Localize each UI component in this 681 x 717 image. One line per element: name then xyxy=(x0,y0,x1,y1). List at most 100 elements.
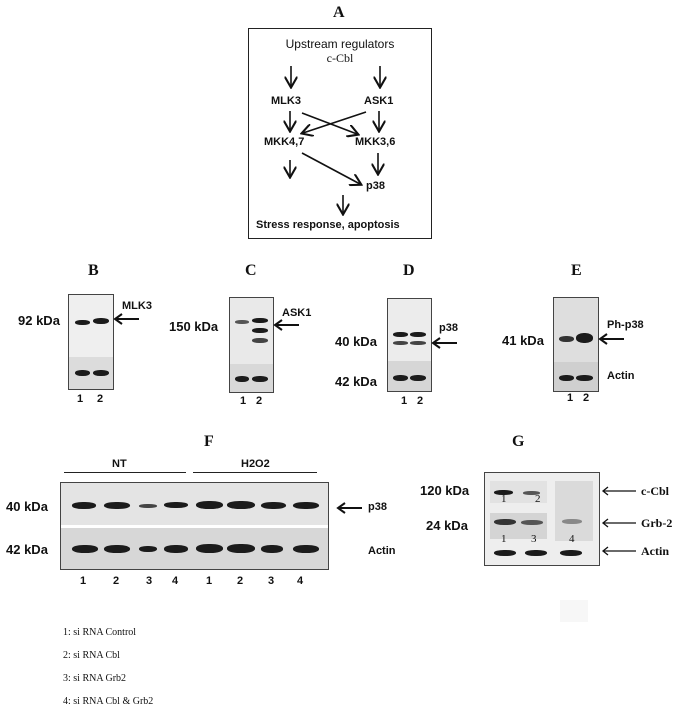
panel-d-arrow xyxy=(431,337,457,349)
panel-b-kda: 92 kDa xyxy=(18,313,60,328)
legend-item-1: 1: si RNA Control xyxy=(63,627,137,638)
mlk3-band-lane2 xyxy=(93,318,109,324)
panel-g-label-actin: Actin xyxy=(641,544,669,558)
ccbl-band-2 xyxy=(523,491,540,495)
panel-g-lane-top-1: 1 xyxy=(501,493,507,505)
group-h2o2-bracket xyxy=(193,472,317,473)
panel-f-lane-6: 2 xyxy=(237,575,244,587)
pathway-diagram-box xyxy=(248,28,432,239)
faint-artifact xyxy=(560,600,588,622)
group-nt-bracket xyxy=(64,472,186,473)
panel-f-lane-3: 3 xyxy=(146,575,153,587)
panel-f-blot xyxy=(60,482,329,570)
actin-band-lane1 xyxy=(559,375,574,381)
p38-band-3 xyxy=(139,504,157,508)
panel-e-blot xyxy=(553,297,599,392)
mkk47-node: MKK4,7 xyxy=(264,136,305,148)
ask1-band-lane2-b xyxy=(252,328,268,333)
p38-node: p38 xyxy=(366,180,385,192)
mlk3-node: MLK3 xyxy=(271,95,301,107)
panel-c-letter: C xyxy=(245,262,257,279)
panel-g-lane-mid-1: 1 xyxy=(501,533,507,545)
panel-f-lane-8: 4 xyxy=(297,575,304,587)
panel-d-letter: D xyxy=(403,262,415,279)
panel-f-label-bottom: Actin xyxy=(368,545,396,557)
arrow-mkk47-p38 xyxy=(301,152,360,184)
actin-band-g1 xyxy=(494,550,516,556)
panel-d-kda-bottom: 42 kDa xyxy=(335,374,377,389)
arrow-ask1-mkk47 xyxy=(303,111,367,133)
panel-b-lane-2: 2 xyxy=(97,393,104,405)
panel-b-lane-1: 1 xyxy=(77,393,84,405)
panel-d-kda-top: 40 kDa xyxy=(335,334,377,349)
actin-band-6 xyxy=(227,544,255,553)
panel-g-kda-mid: 24 kDa xyxy=(426,518,468,533)
panel-d-blot xyxy=(387,298,432,392)
panel-f-label-top: p38 xyxy=(368,501,387,513)
legend-item-4: 4: si RNA Cbl & Grb2 xyxy=(63,696,154,707)
grb2-band-1 xyxy=(494,519,516,525)
legend-item-2: 2: si RNA Cbl xyxy=(63,650,120,661)
php38-band-lane1 xyxy=(559,336,574,342)
panel-g-kda-top: 120 kDa xyxy=(420,483,470,498)
panel-g-label-ccbl: c-Cbl xyxy=(641,484,669,498)
p38-band-6 xyxy=(227,501,255,509)
pathway-arrows xyxy=(0,66,681,260)
group-nt-label: NT xyxy=(112,458,127,470)
actin-band-2 xyxy=(104,545,130,553)
p38-band-lane2-b xyxy=(410,341,426,345)
panel-b-arrow xyxy=(113,313,139,325)
panel-c-lane-2: 2 xyxy=(256,395,263,407)
grb2-band-3 xyxy=(521,520,543,525)
upstream-label: Upstream regulators xyxy=(285,37,395,51)
actin-band-lane1 xyxy=(393,375,408,381)
panel-g-lane-mid-4: 4 xyxy=(569,533,575,545)
actin-band-7 xyxy=(261,545,283,553)
panel-f-lane-4: 4 xyxy=(172,575,179,587)
panel-c-arrow xyxy=(273,319,299,331)
panel-d-label: p38 xyxy=(439,322,458,334)
panel-c-label: ASK1 xyxy=(282,307,312,319)
actin-band-lane2 xyxy=(93,370,109,376)
mlk3-band-lane1 xyxy=(75,320,90,325)
panel-b-blot xyxy=(68,294,114,390)
actin-band-lane2 xyxy=(576,375,593,381)
panel-f-lane-7: 3 xyxy=(268,575,275,587)
panel-e-kda: 41 kDa xyxy=(502,333,544,348)
panel-e-label-bottom: Actin xyxy=(607,370,635,382)
panel-f-lane-2: 2 xyxy=(113,575,120,587)
actin-band-1 xyxy=(72,545,98,553)
ask1-band-lane1 xyxy=(235,320,249,324)
p38-band-8 xyxy=(293,502,319,509)
ccbl-label: c-Cbl xyxy=(326,51,354,65)
panel-f-lane-1: 1 xyxy=(80,575,87,587)
panel-f-lane-5: 1 xyxy=(206,575,213,587)
panel-b-label: MLK3 xyxy=(122,300,152,312)
panel-e-lane-1: 1 xyxy=(567,392,574,404)
grb2-band-4 xyxy=(562,519,582,524)
panel-e-lane-2: 2 xyxy=(583,392,590,404)
panel-c-kda: 150 kDa xyxy=(169,319,219,334)
panel-f-kda-top: 40 kDa xyxy=(6,499,48,514)
panel-g-blot xyxy=(484,472,600,566)
panel-f-kda-bottom: 42 kDa xyxy=(6,542,48,557)
p38-band-5 xyxy=(196,501,223,509)
p38-band-lane1-a xyxy=(393,332,408,337)
panel-a-letter: A xyxy=(333,4,345,21)
actin-band-g3 xyxy=(560,550,582,556)
panel-d-lane-1: 1 xyxy=(401,395,408,407)
panel-f-letter: F xyxy=(204,433,214,450)
actin-band-lane1 xyxy=(235,376,249,382)
panel-b-letter: B xyxy=(88,262,99,279)
actin-band-lane2 xyxy=(410,375,426,381)
p38-band-lane2-a xyxy=(410,332,426,337)
p38-band-1 xyxy=(72,502,96,509)
panel-e-arrow xyxy=(598,333,624,345)
ask1-band-lane2-a xyxy=(252,318,268,323)
panel-c-lane-1: 1 xyxy=(240,395,247,407)
mkk36-node: MKK3,6 xyxy=(355,136,396,148)
actin-band-3 xyxy=(139,546,157,552)
legend-item-3: 3: si RNA Grb2 xyxy=(63,673,127,684)
actin-band-5 xyxy=(196,544,223,553)
actin-band-g2 xyxy=(525,550,547,556)
